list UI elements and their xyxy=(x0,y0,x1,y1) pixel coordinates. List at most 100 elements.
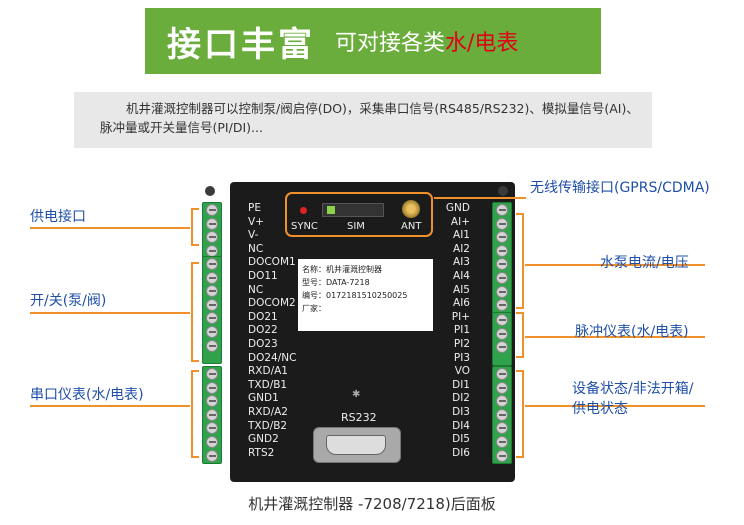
caption: 机井灌溉控制器 -7208/7218)后面板 xyxy=(248,495,496,513)
terminal-screw-icon xyxy=(206,271,218,284)
terminal-screw-icon xyxy=(496,341,508,354)
pin-label: DO11 xyxy=(248,270,278,282)
arrow-line xyxy=(525,264,705,266)
pin-label: PI1 xyxy=(453,324,470,337)
callout-pulse: 脉冲仪表(水/电表) xyxy=(575,324,689,340)
callout-wireless: 无线传输接口(GPRS/CDMA) xyxy=(530,180,710,196)
terminal-screw-icon xyxy=(206,326,218,338)
pin-label: GND1 xyxy=(248,392,279,405)
pin-label: DOCOM1 xyxy=(248,256,296,269)
pin-label: V- xyxy=(248,229,259,242)
terminal-screw-icon xyxy=(206,204,218,216)
callout-serial: 串口仪表(水/电表) xyxy=(30,387,144,403)
pin-label: PI2 xyxy=(453,338,470,350)
pin-label: DI5 xyxy=(452,433,470,446)
pin-label: NC xyxy=(248,283,264,296)
terminal-screw-icon xyxy=(496,258,508,271)
pin-label: DI1 xyxy=(452,378,470,391)
terminal-screw-icon xyxy=(206,381,218,394)
pin-label: TXD/B1 xyxy=(248,378,288,391)
pin-label: DI3 xyxy=(452,406,470,418)
terminal-screw-icon xyxy=(496,217,508,230)
pin-label: AI3 xyxy=(453,256,470,269)
terminal-screw-icon xyxy=(496,327,508,340)
terminal-screw-icon xyxy=(206,449,218,462)
rs232-label: RS232 xyxy=(341,411,377,424)
terminal-block xyxy=(492,312,512,366)
arrow-line xyxy=(525,336,705,338)
terminal-screw-icon xyxy=(206,217,218,230)
terminal-block xyxy=(492,366,512,464)
db9-connector-icon xyxy=(326,435,386,455)
pin-label: AI1 xyxy=(453,229,470,242)
terminal-screw-icon xyxy=(206,422,218,435)
pin-label: AI6 xyxy=(453,297,470,310)
sim-slot[interactable] xyxy=(322,203,384,217)
terminal-screw-icon xyxy=(206,312,218,325)
pin-label: DO22 xyxy=(248,324,278,337)
bluetooth-icon: ✱ xyxy=(352,389,361,400)
pin-label: DOCOM2 xyxy=(248,297,296,310)
rs232-port[interactable] xyxy=(313,427,401,463)
sync-label: SYNC xyxy=(291,221,318,232)
mount-hole xyxy=(498,186,508,196)
pin-label: NC xyxy=(248,242,264,255)
pin-label: AI4 xyxy=(453,270,470,282)
pin-label: PI3 xyxy=(453,351,470,364)
terminal-screw-icon xyxy=(206,395,218,408)
terminal-screw-icon xyxy=(496,449,508,462)
bracket xyxy=(516,213,524,309)
terminal-screw-icon xyxy=(206,408,218,421)
terminal-screw-icon xyxy=(206,368,218,380)
pin-label: RXD/A2 xyxy=(248,406,288,418)
pin-label: PI+ xyxy=(451,310,470,323)
terminal-screw-icon xyxy=(496,395,508,408)
pin-label: TXD/B2 xyxy=(248,419,288,432)
label-line: 厂家： xyxy=(302,304,326,313)
pin-label: V+ xyxy=(248,215,264,228)
label-line: 型号：DATA-7218 xyxy=(302,278,370,287)
terminal-block xyxy=(202,256,222,364)
terminal-screw-icon xyxy=(496,299,508,312)
terminal-screw-icon xyxy=(496,436,508,448)
terminal-screw-icon xyxy=(206,436,218,448)
arrow-line xyxy=(30,227,190,229)
pin-label: DI4 xyxy=(452,419,470,432)
arrow-line xyxy=(434,197,526,199)
terminal-screw-icon xyxy=(496,408,508,421)
bracket xyxy=(191,262,199,362)
callout-pump: 水泵电流/电压 xyxy=(600,255,689,271)
terminal-screw-icon xyxy=(496,368,508,380)
sync-led-icon xyxy=(300,207,307,214)
pin-label: DI6 xyxy=(452,446,470,459)
terminal-screw-icon xyxy=(206,285,218,298)
pin-label: DO23 xyxy=(248,338,278,350)
pin-label: AI5 xyxy=(453,283,470,296)
ant-label: ANT xyxy=(401,221,422,232)
terminal-screw-icon xyxy=(496,231,508,244)
arrow-line xyxy=(30,405,190,407)
terminal-screw-icon xyxy=(496,272,508,284)
bracket xyxy=(191,370,199,458)
terminal-screw-icon xyxy=(206,231,218,244)
terminal-block xyxy=(202,202,222,262)
terminal-screw-icon xyxy=(206,258,218,270)
pin-label: VO xyxy=(454,365,470,378)
banner-title: 接口丰富 xyxy=(167,24,315,65)
pin-label: AI+ xyxy=(450,215,470,228)
pin-label: AI2 xyxy=(453,242,470,255)
bracket xyxy=(516,370,524,458)
terminal-screw-icon xyxy=(206,298,218,311)
header-banner: 接口丰富 可对接各类 水/电表 xyxy=(145,8,601,74)
callout-onoff: 开/关(泵/阀) xyxy=(30,293,107,309)
wireless-module-box xyxy=(285,192,433,237)
arrow-line xyxy=(525,405,705,407)
bracket xyxy=(516,312,524,358)
pin-label: RTS2 xyxy=(248,446,275,459)
sim-indicator-icon xyxy=(327,206,335,214)
callout-power: 供电接口 xyxy=(30,209,86,225)
terminal-block xyxy=(202,366,222,464)
pin-label: DO24/NC xyxy=(248,351,297,364)
callout-status-2: 供电状态 xyxy=(572,401,628,417)
banner-subtitle: 可对接各类 xyxy=(335,31,446,56)
